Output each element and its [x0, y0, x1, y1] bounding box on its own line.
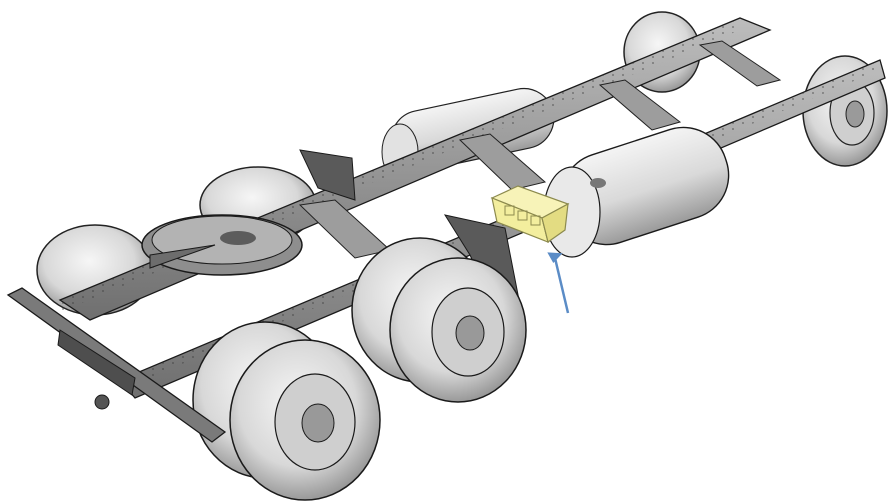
fuel-tank: [543, 126, 730, 258]
fifth-wheel: [141, 214, 303, 276]
rear-axle-2-wheels: [351, 237, 527, 403]
highlighted-component: [490, 185, 570, 243]
rear-bumper: [6, 287, 227, 443]
indicator-arrow: [547, 252, 570, 314]
rear-axle-1-wheels: [192, 321, 381, 501]
